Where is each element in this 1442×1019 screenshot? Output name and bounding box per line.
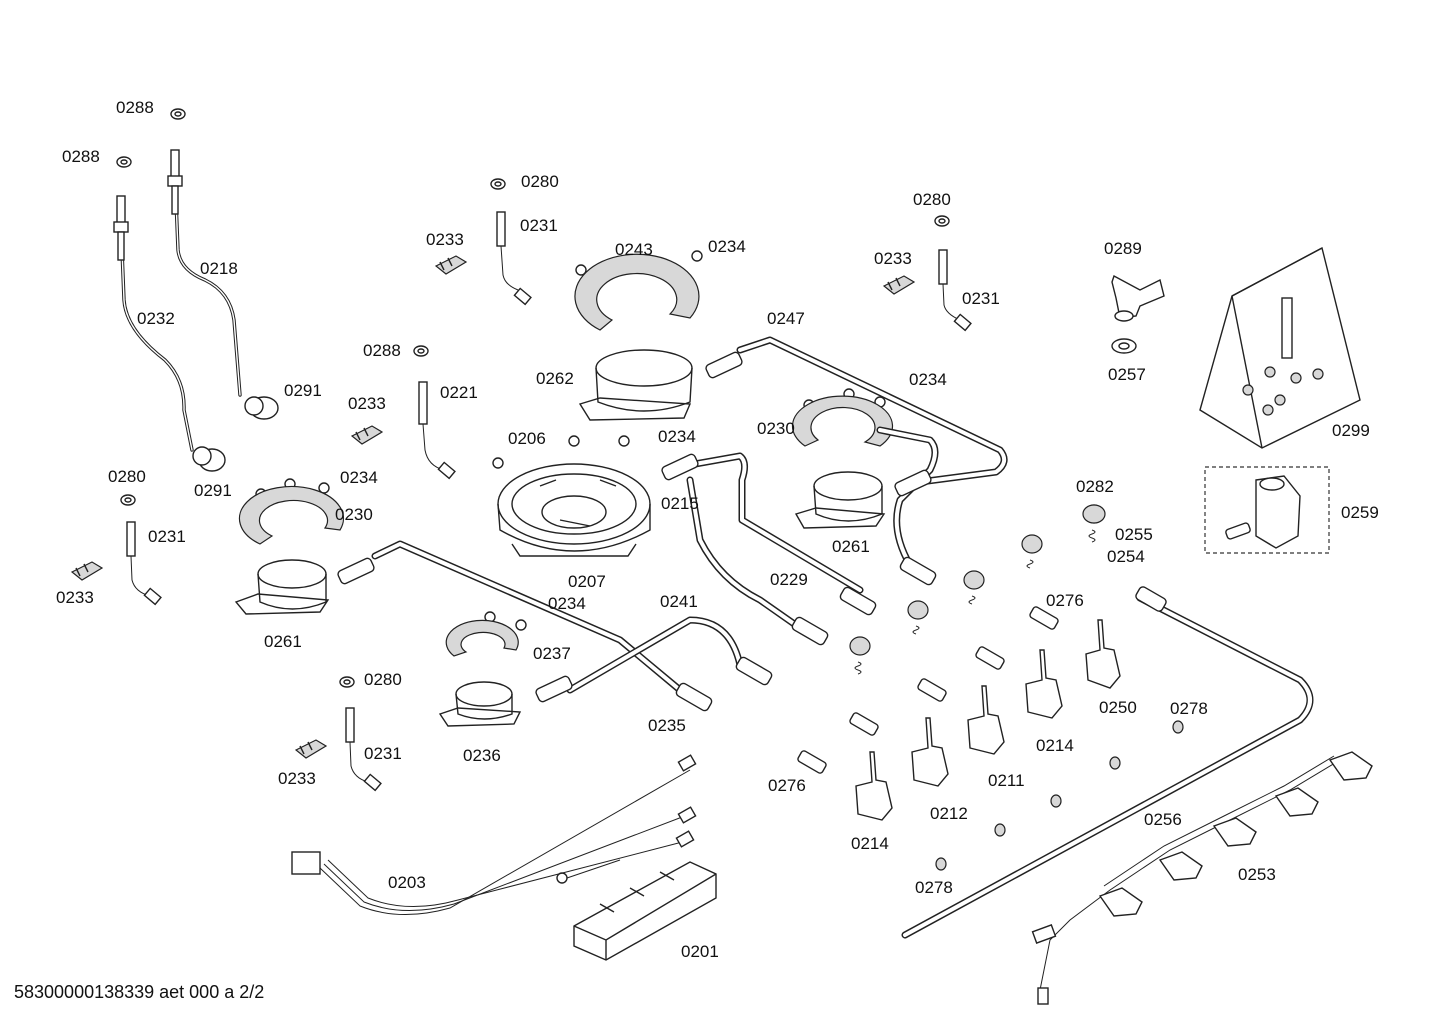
part-label: 0211 (988, 771, 1025, 790)
part-label: 0257 (1108, 365, 1146, 384)
gas-pipes (371, 336, 1314, 939)
part-label: 0288 (62, 147, 100, 166)
part-label: 0237 (533, 644, 571, 663)
part-label: 0206 (508, 429, 546, 448)
wok-burner-0206 (497, 463, 651, 557)
part-label: 0234 (708, 237, 746, 256)
rings-0278 (935, 720, 1184, 871)
part-label: 0262 (536, 369, 574, 388)
part-label: 0291 (284, 381, 322, 400)
ignition-module-0201 (573, 861, 717, 961)
part-label: 0229 (770, 570, 808, 589)
part-label: 0280 (521, 172, 559, 191)
part-label: 0201 (681, 942, 719, 961)
part-label: 0233 (874, 249, 912, 268)
part-label: 0231 (148, 527, 186, 546)
part-label: 0261 (832, 537, 870, 556)
burner-cups (234, 349, 886, 727)
part-label: 0261 (264, 632, 302, 651)
part-label: 0233 (278, 769, 316, 788)
washer-parts (116, 108, 950, 688)
tap-inserts (849, 504, 1105, 675)
part-label: 0276 (768, 776, 806, 795)
part-label: 0233 (426, 230, 464, 249)
part-label: 0214 (851, 834, 889, 853)
part-label: 0280 (913, 190, 951, 209)
clips-0233 (70, 255, 916, 759)
part-label: 0241 (660, 592, 698, 611)
part-label: 0259 (1341, 503, 1379, 522)
part-label: 0234 (548, 594, 586, 613)
part-label: 0234 (658, 427, 696, 446)
part-label: 0280 (364, 670, 402, 689)
stems-0276 (797, 606, 1059, 774)
part-label: 0234 (340, 468, 378, 487)
part-label: 0207 (568, 572, 606, 591)
part-label: 0250 (1099, 698, 1137, 717)
part-label: 0230 (757, 419, 795, 438)
part-label: 0234 (909, 370, 947, 389)
part-label: 0288 (116, 98, 154, 117)
part-label: 0291 (194, 481, 232, 500)
part-label: 0299 (1332, 421, 1370, 440)
part-label: 0276 (1046, 591, 1084, 610)
drawing-reference-footer: 58300000138339 aet 000 a 2/2 (14, 982, 265, 1002)
part-label: 0236 (463, 746, 501, 765)
ignition-switches (1031, 751, 1373, 1005)
elbow-0289 (1111, 274, 1165, 354)
part-label: 0278 (915, 878, 953, 897)
part-label: 0282 (1076, 477, 1114, 496)
part-label: 0233 (56, 588, 94, 607)
part-label: 0289 (1104, 239, 1142, 258)
parts-bag-0299 (1199, 246, 1361, 449)
pipe-nozzles (337, 351, 1167, 712)
wire-harness-0203 (291, 754, 697, 915)
part-label: 0231 (364, 744, 402, 763)
gaskets (238, 253, 894, 657)
part-label: 0288 (363, 341, 401, 360)
part-label: 0231 (962, 289, 1000, 308)
part-label: 0215 (661, 494, 699, 513)
part-label: 0232 (137, 309, 175, 328)
part-label: 0247 (767, 309, 805, 328)
part-label: 0253 (1238, 865, 1276, 884)
part-label: 0280 (108, 467, 146, 486)
part-label: 0221 (440, 383, 478, 402)
part-label: 0255 (1115, 525, 1153, 544)
regulator-0259 (1204, 466, 1330, 554)
part-label: 0231 (520, 216, 558, 235)
tap-seal-parts (1082, 504, 1106, 524)
part-label: 0278 (1170, 699, 1208, 718)
part-label: 0212 (930, 804, 968, 823)
part-label: 0218 (200, 259, 238, 278)
ignition-electrodes (126, 211, 972, 792)
part-label: 0203 (388, 873, 426, 892)
part-label: 0235 (648, 716, 686, 735)
part-label: 0256 (1144, 810, 1182, 829)
part-label: 0230 (335, 505, 373, 524)
part-label: 0254 (1107, 547, 1145, 566)
gas-taps (855, 619, 1121, 821)
part-label: 0214 (1036, 736, 1074, 755)
part-label: 0243 (615, 240, 653, 259)
thermocouple-0218 (167, 149, 279, 420)
thermocouple-0232 (113, 195, 226, 472)
part-label: 0233 (348, 394, 386, 413)
